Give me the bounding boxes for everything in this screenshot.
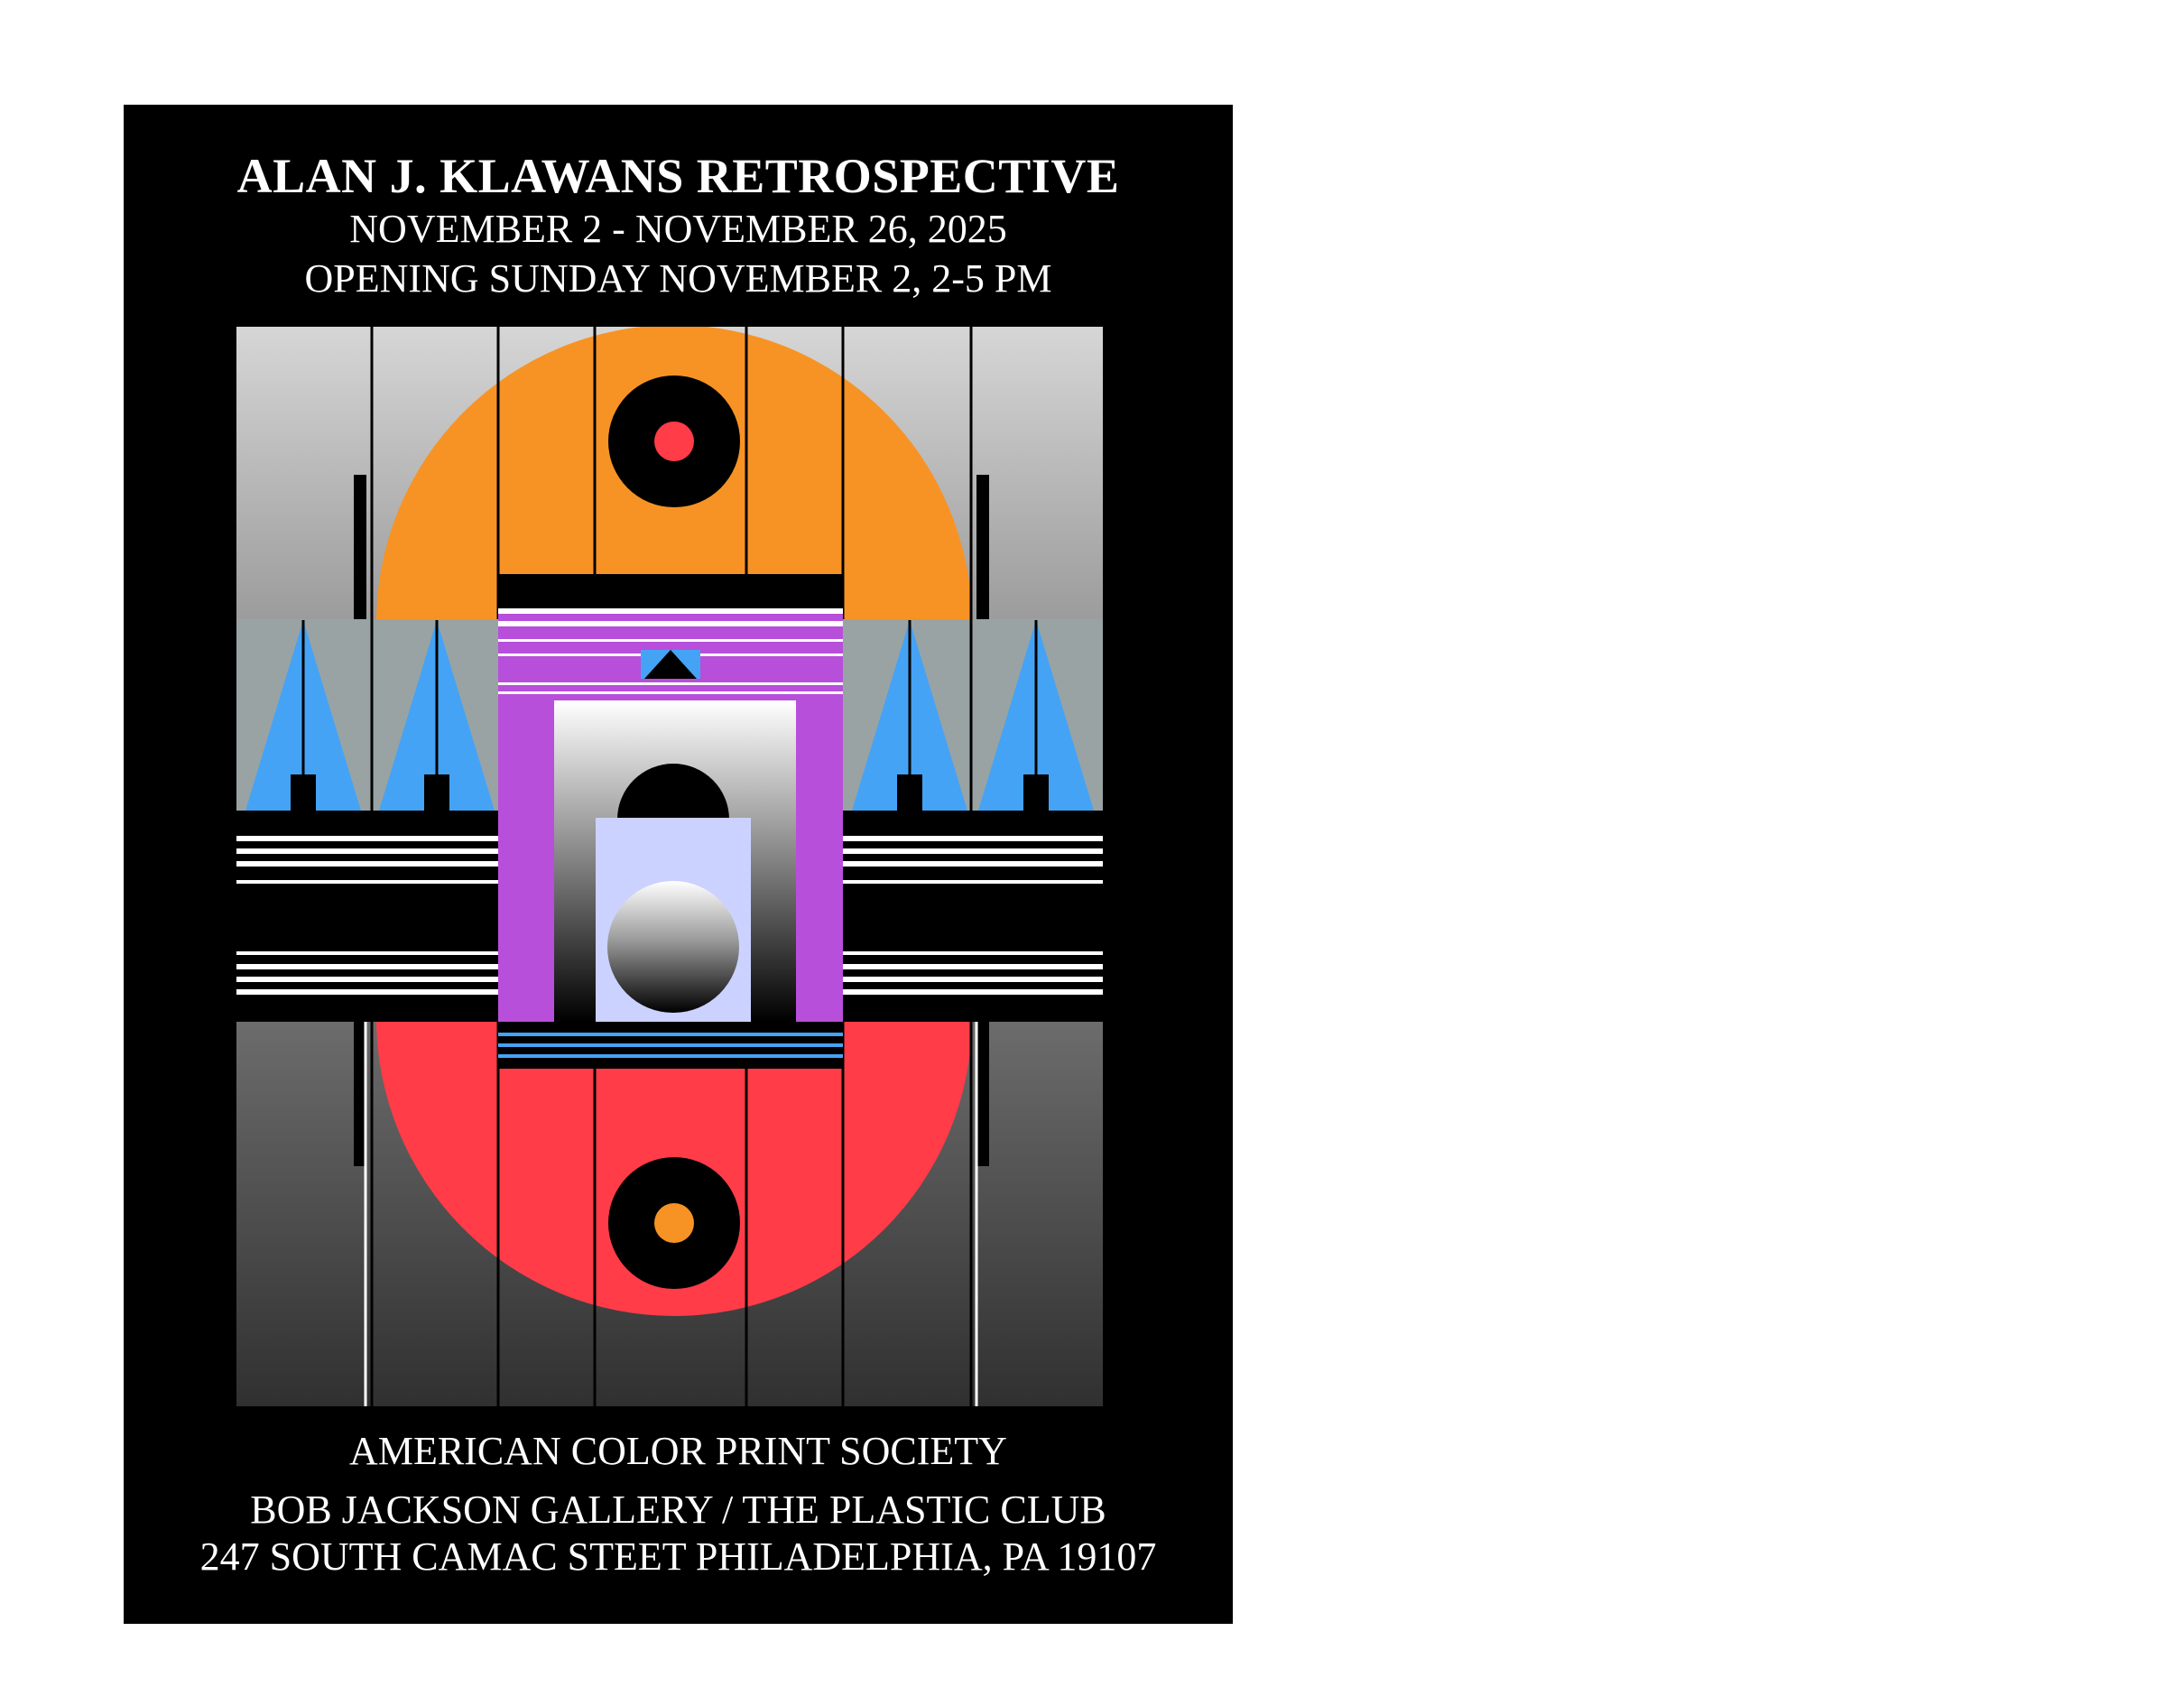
top-left-bar [354, 475, 366, 619]
exhibition-poster: ALAN J. KLAWANS RETROSPECTIVE NOVEMBER 2… [124, 105, 1233, 1624]
organizer-name: AMERICAN COLOR PRINT SOCIETY [349, 1429, 1007, 1473]
bottom-target-dot [654, 1203, 694, 1243]
triangle-bases [291, 774, 1049, 811]
geometric-artwork [236, 327, 1103, 1406]
exhibition-dates: NOVEMBER 2 - NOVEMBER 26, 2025 [349, 207, 1007, 251]
center-black-peak [644, 650, 697, 679]
poster-title: ALAN J. KLAWANS RETROSPECTIVE [236, 149, 1120, 203]
center-bottom-stripes [498, 1033, 843, 1058]
gradient-sphere [607, 881, 739, 1013]
opening-reception: OPENING SUNDAY NOVEMBER 2, 2-5 PM [304, 256, 1052, 301]
top-right-bar [976, 475, 989, 619]
bottom-white-lines [364, 1022, 978, 1406]
bottom-dividers [370, 1022, 973, 1406]
black-dome [617, 764, 729, 820]
side-white-stripes [236, 836, 1103, 995]
top-dividers [370, 327, 973, 619]
bottom-left-bar [354, 1022, 366, 1166]
venue-address: 247 SOUTH CAMAC STEET PHILADELPHIA, PA 1… [199, 1534, 1157, 1579]
gallery-venue: BOB JACKSON GALLERY / THE PLASTIC CLUB [250, 1488, 1106, 1532]
bottom-right-bar [976, 1022, 989, 1166]
top-target-dot [654, 422, 694, 461]
